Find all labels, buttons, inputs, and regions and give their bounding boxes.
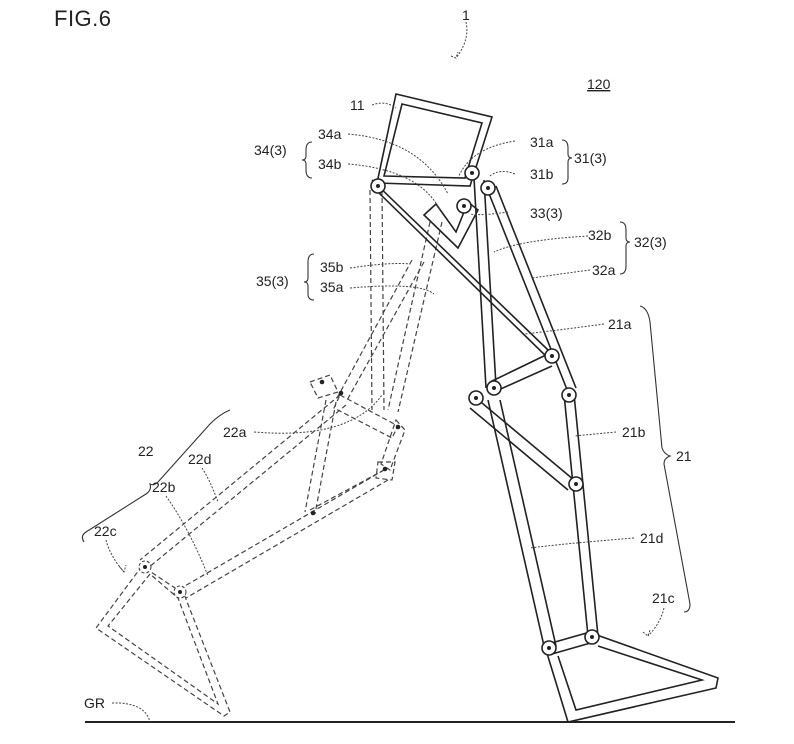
label-31b: 31b — [530, 166, 554, 182]
label-31a: 31a — [530, 134, 554, 150]
label-ground: GR — [84, 695, 105, 711]
figure-title: FIG.6 — [54, 6, 112, 31]
label-21a: 21a — [608, 316, 632, 332]
label-32-group: 32(3) — [634, 234, 667, 250]
label-21d: 21d — [640, 530, 663, 546]
label-21b: 21b — [622, 424, 646, 440]
stance-leg-21 — [370, 165, 719, 723]
label-34-group: 34(3) — [254, 142, 287, 158]
reference-number: 120 — [587, 76, 611, 92]
leader-lines — [105, 21, 665, 723]
label-34a: 34a — [318, 126, 342, 142]
label-22b: 22b — [152, 479, 176, 495]
label-21c: 21c — [652, 590, 675, 606]
swing-leg-22 — [95, 189, 443, 717]
label-22d: 22d — [188, 451, 211, 467]
labels: 1 120 11 34a 34b 34(3) 31a 31b 31(3) 33(… — [84, 7, 692, 711]
label-22a: 22a — [223, 424, 247, 440]
label-34b: 34b — [318, 156, 342, 172]
label-35a: 35a — [320, 279, 344, 295]
label-35b: 35b — [320, 259, 344, 275]
device-label: 1 — [462, 7, 470, 23]
label-11: 11 — [350, 97, 365, 113]
label-22c: 22c — [94, 523, 117, 539]
braces — [81, 139, 691, 613]
label-33: 33(3) — [530, 205, 563, 221]
label-31-group: 31(3) — [574, 150, 607, 166]
label-22-group: 22 — [138, 443, 154, 459]
label-21-group: 21 — [676, 448, 692, 464]
label-32b: 32b — [588, 227, 612, 243]
label-35-group: 35(3) — [256, 273, 289, 289]
body-frame-11 — [376, 93, 494, 187]
label-32a: 32a — [592, 262, 616, 278]
